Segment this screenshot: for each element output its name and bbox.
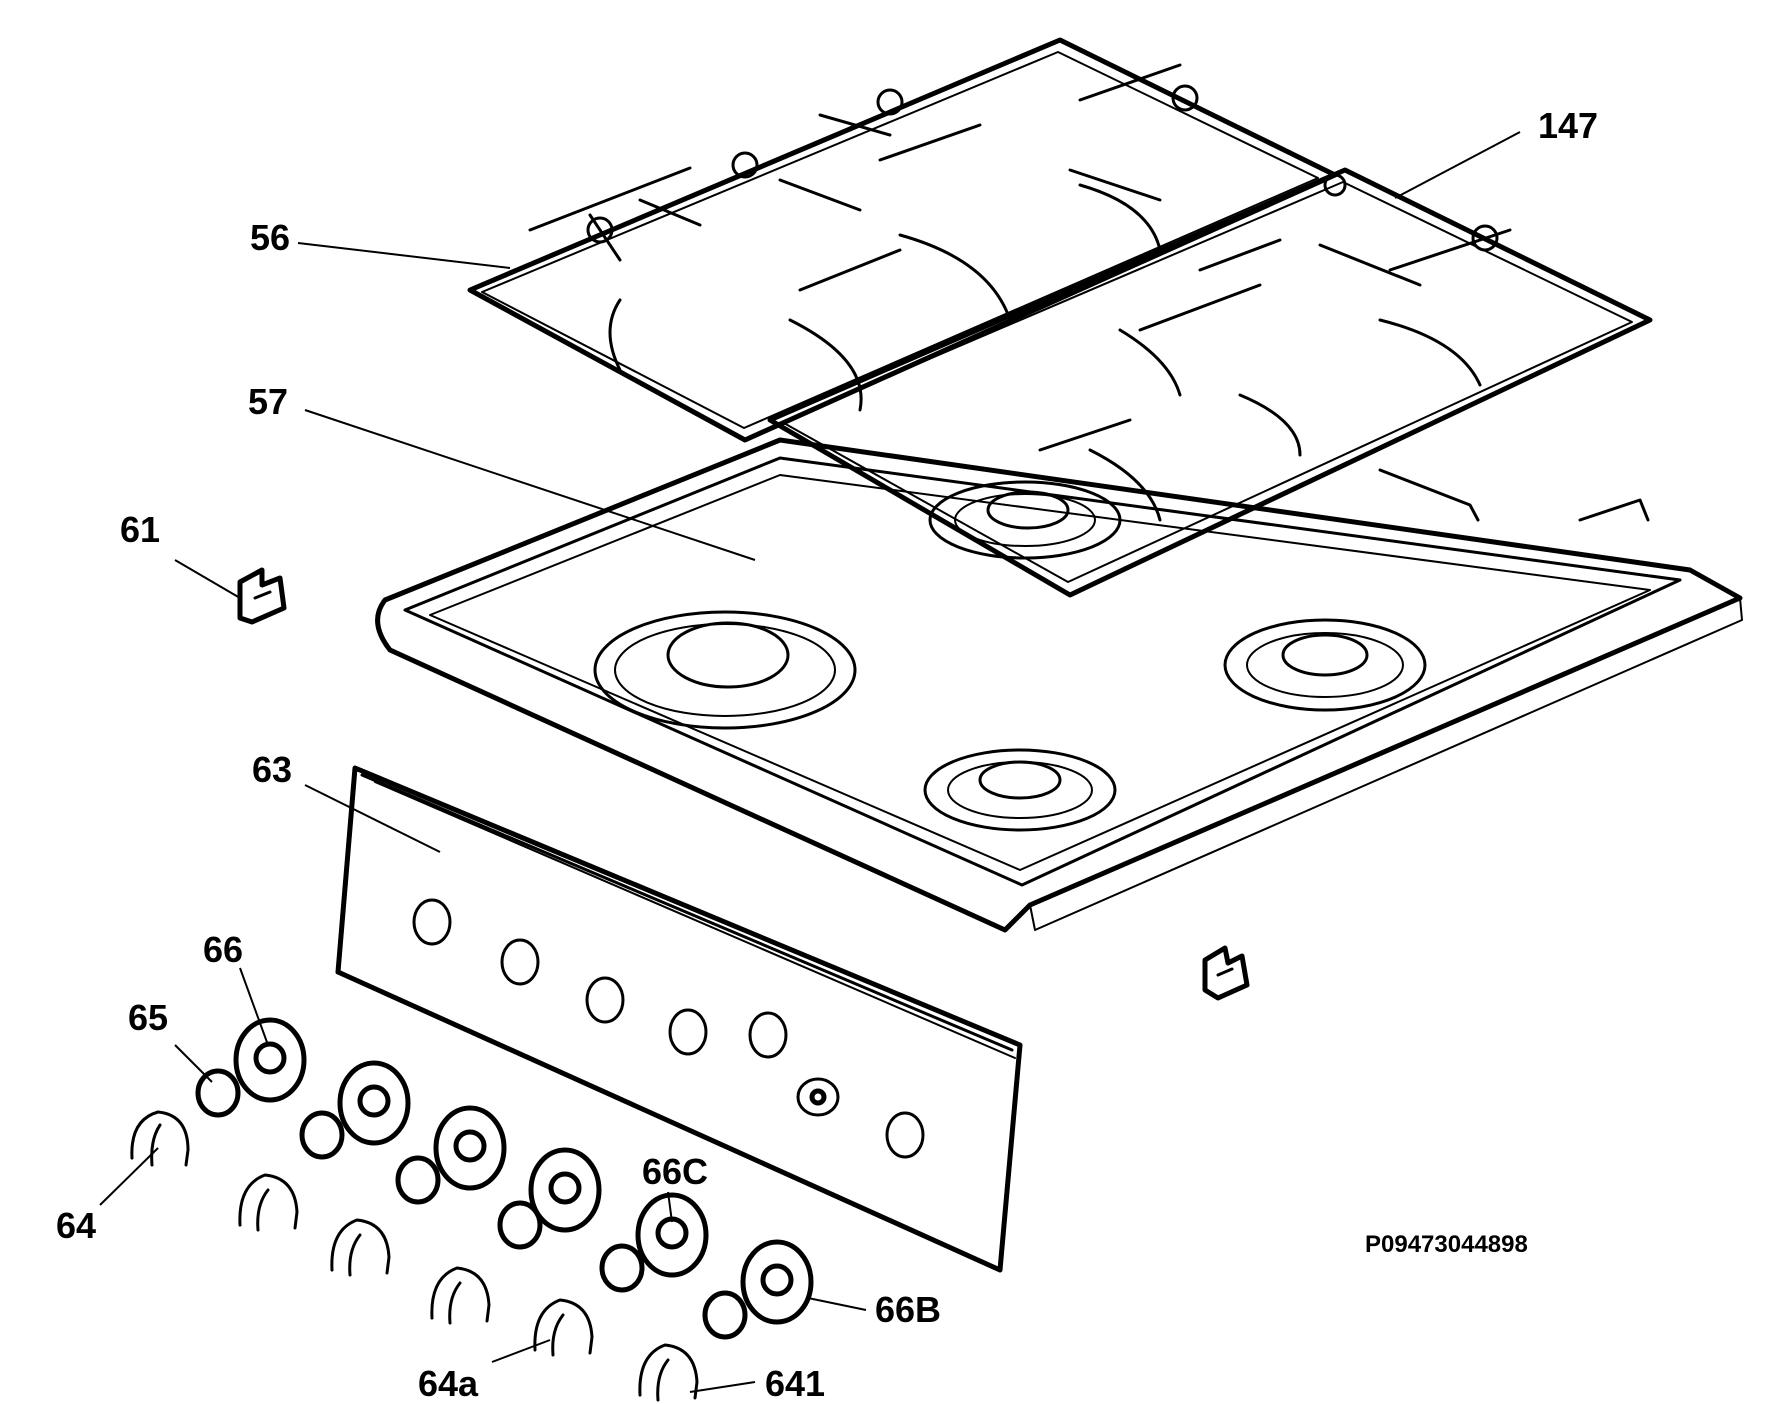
leader-lines xyxy=(99,131,1521,1393)
label-64a: 64a xyxy=(418,1363,479,1404)
label-61: 61 xyxy=(120,509,160,550)
label-147: 147 xyxy=(1538,105,1598,146)
label-63: 63 xyxy=(252,749,292,790)
knob-assembly-4[interactable] xyxy=(430,1147,602,1325)
knob-assembly-1[interactable] xyxy=(130,1017,307,1167)
clip-right[interactable] xyxy=(1202,945,1250,1001)
label-56: 56 xyxy=(250,217,290,258)
knob-assembly-5[interactable] xyxy=(533,1192,709,1357)
label-66C: 66C xyxy=(642,1151,708,1192)
label-65: 65 xyxy=(128,997,168,1038)
clip-left[interactable] xyxy=(237,567,287,625)
label-66B: 66B xyxy=(875,1289,941,1330)
hob-top-panel[interactable] xyxy=(375,437,1743,933)
drawing-code: P09473044898 xyxy=(1365,1231,1528,1258)
label-641: 641 xyxy=(765,1363,825,1404)
control-panel[interactable] xyxy=(335,765,1023,1273)
label-66: 66 xyxy=(203,929,243,970)
knob-assembly-6[interactable] xyxy=(638,1239,814,1402)
label-57: 57 xyxy=(248,381,288,422)
label-64: 64 xyxy=(56,1205,96,1246)
knob-assembly-3[interactable] xyxy=(330,1105,507,1277)
knob-assembly-2[interactable] xyxy=(238,1060,411,1232)
